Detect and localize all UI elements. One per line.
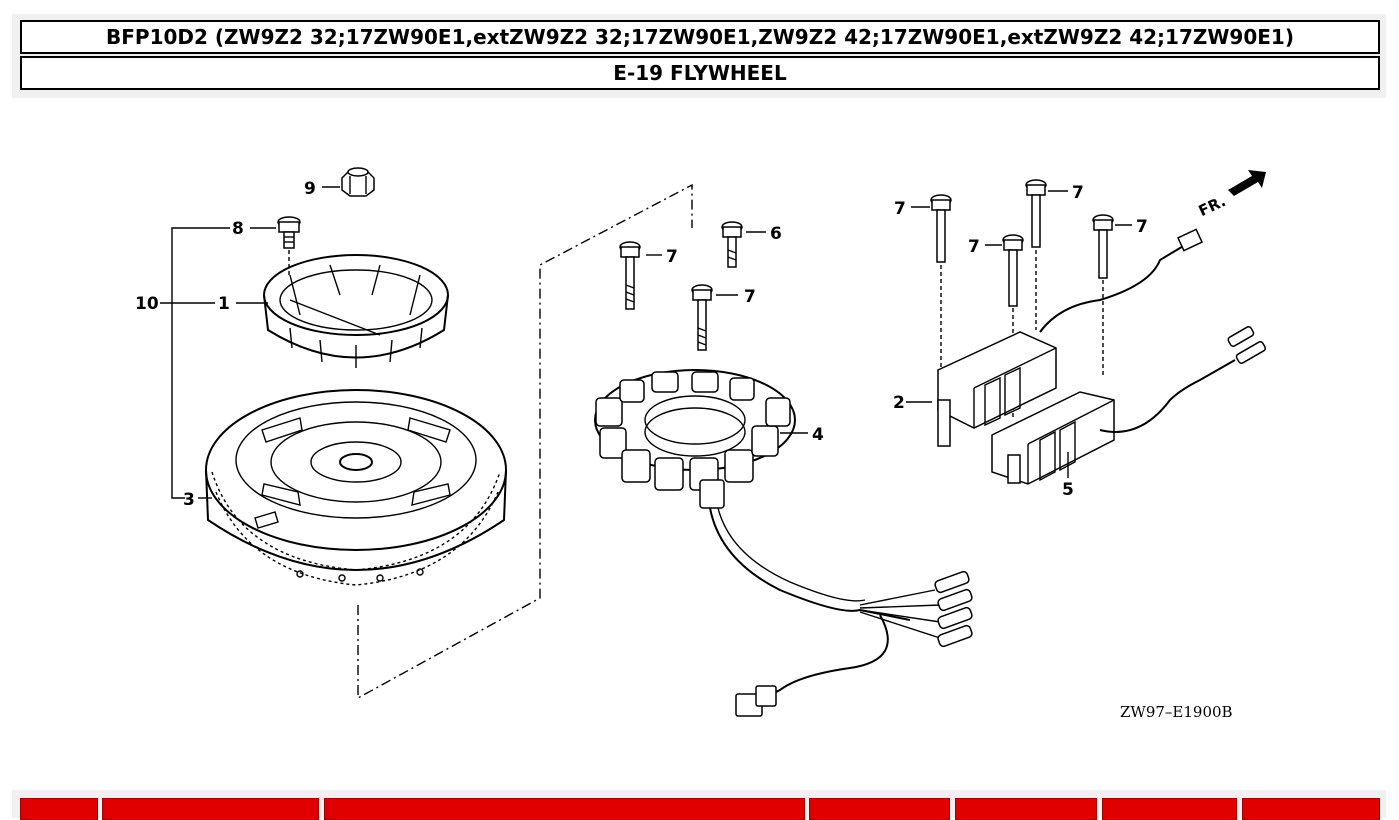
front-marker: FR. [1196, 192, 1229, 220]
model-title: BFP10D2 (ZW9Z2 32;17ZW90E1,extZW9Z2 32;1… [20, 20, 1380, 54]
ignition-coil-part-5 [991, 326, 1267, 485]
callout-3: 3 [183, 490, 195, 510]
callout-4: 4 [812, 425, 824, 445]
table-header-cell [20, 798, 98, 820]
bolt-part-7-center [691, 284, 738, 351]
callout-7-b: 7 [1072, 183, 1084, 203]
table-header-cell [102, 798, 319, 820]
stator-harness [709, 507, 973, 717]
stator-part-4 [594, 369, 808, 509]
bolt-part-7-a [911, 194, 952, 370]
table-header-cell [1242, 798, 1380, 820]
parts-table-header [12, 790, 1386, 820]
bolt-part-7-b [1025, 179, 1068, 330]
bracket-10 [171, 227, 230, 499]
callout-5: 5 [1062, 480, 1074, 500]
diagram-code: ZW97–E1900B [1120, 703, 1233, 721]
ignition-coil-part-2 [906, 228, 1204, 447]
section-title: E-19 FLYWHEEL [20, 56, 1380, 90]
callout-1: 1 [218, 294, 230, 314]
callout-10: 10 [135, 294, 159, 314]
header-area: BFP10D2 (ZW9Z2 32;17ZW90E1,extZW9Z2 32;1… [12, 14, 1386, 98]
bolt-part-6 [721, 221, 766, 268]
table-header-cell [809, 798, 950, 820]
bolt-part-7-left [619, 241, 662, 310]
table-header-cell [1102, 798, 1237, 820]
callout-6: 6 [770, 224, 782, 244]
callout-8: 8 [232, 219, 244, 239]
callout-7-center: 7 [744, 287, 756, 307]
callout-7-c: 7 [968, 237, 980, 257]
bolt-part-7-d [1092, 214, 1132, 375]
assembly-line [357, 183, 693, 700]
table-header-cell [324, 798, 805, 820]
flywheel-part-3 [205, 389, 507, 586]
bolt-part-8 [277, 216, 301, 275]
flywheel-exploded-diagram: FR. 9 8 10 1 3 7 6 7 4 7 7 7 7 2 5 ZW97–… [135, 167, 1267, 721]
fan-ring-part-1 [263, 254, 449, 368]
nut-part-9 [322, 167, 375, 197]
callout-7-left: 7 [666, 247, 678, 267]
callout-7-d: 7 [1136, 217, 1148, 237]
callout-9: 9 [304, 179, 316, 199]
callout-7-a: 7 [894, 199, 906, 219]
table-header-cell [955, 798, 1097, 820]
front-arrow-icon [1228, 170, 1266, 196]
callout-2: 2 [893, 393, 905, 413]
